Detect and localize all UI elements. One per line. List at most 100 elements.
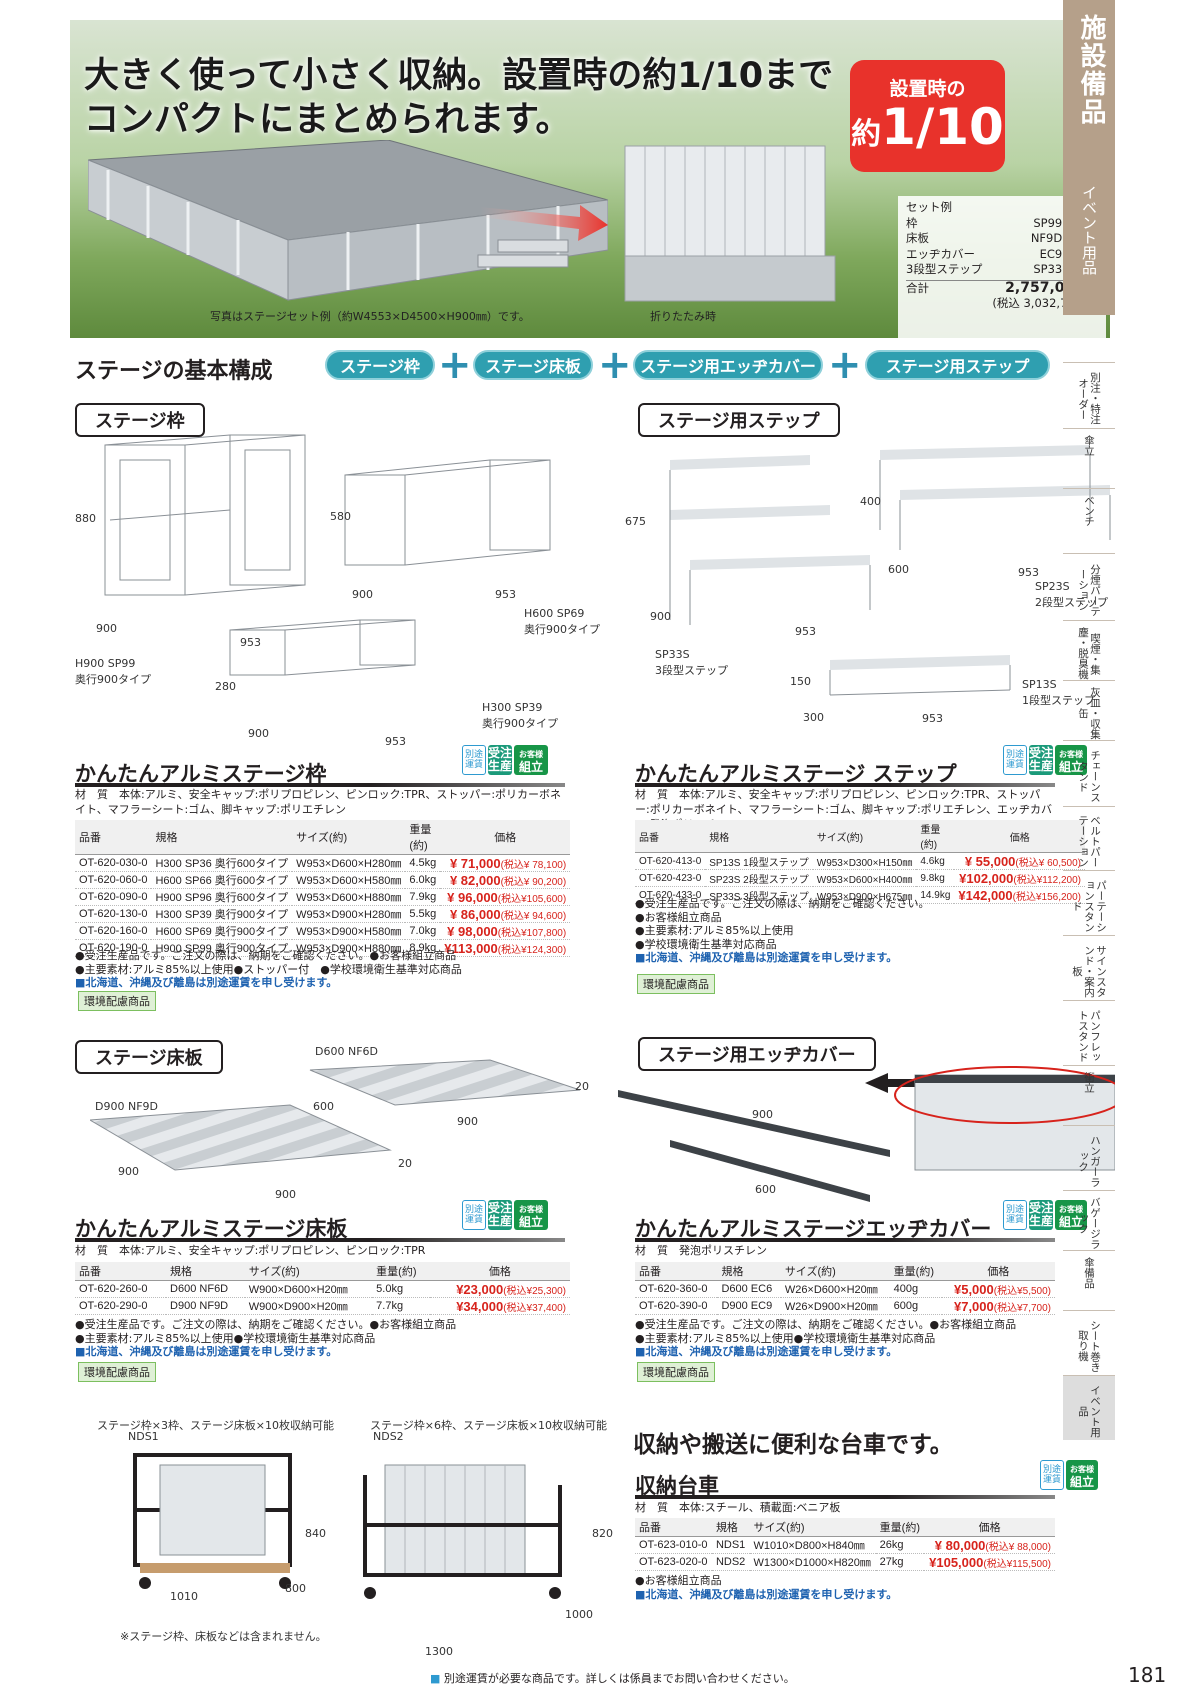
hero-title: 大きく使って小さく収納。設置時の約1/10まで コンパクトにまとめられます。 xyxy=(84,54,833,142)
sidebar-item-label: 傘備品 xyxy=(1083,1257,1095,1289)
sidebar-item[interactable]: ハンガーラック xyxy=(1063,1125,1115,1190)
cart-drawings xyxy=(133,1453,562,1599)
dim-label: 953 xyxy=(495,588,516,601)
sidebar-item[interactable]: 傘備品 xyxy=(1063,1250,1115,1310)
edge-notes: ●受注生産品です。ご注文の際は、納期をご確認ください。●お客様組立商品●主要素材… xyxy=(635,1318,1017,1358)
ratio-badge: 設置時の 約1/10 xyxy=(850,60,1005,172)
shipping-fee-icon: 別途運賃 xyxy=(462,745,486,775)
model-type-label: 奥行900タイプ xyxy=(482,717,558,730)
frame-notes: ●受注生産品です。ご注文の際は、納期をご確認ください。●お客様組立商品●主要素材… xyxy=(75,949,462,989)
page-number: 181 xyxy=(1128,1663,1167,1687)
sidebar-item[interactable]: 衝立 xyxy=(1063,1065,1115,1125)
sidebar-item-label: バゲージラック xyxy=(1077,1197,1101,1250)
hero-title-line2: コンパクトにまとめられます。 xyxy=(84,100,571,140)
sidebar-category: 施設備品 イベント用品 xyxy=(1063,0,1115,315)
sidebar-item[interactable]: 別注・特注オーダー xyxy=(1063,362,1115,428)
sidebar-item[interactable]: 喫煙・集塵・脱臭機 xyxy=(1063,620,1115,680)
dim-label: 953 xyxy=(385,735,406,748)
model-label: D900 NF9D xyxy=(95,1100,158,1113)
sidebar-item[interactable]: 傘立 xyxy=(1063,428,1115,488)
dim-label: 953 xyxy=(922,712,943,725)
step-drawings xyxy=(669,445,1111,696)
step-product-title: かんたんアルミステージ ステップ xyxy=(635,762,957,786)
made-to-order-icon: 受注生産 xyxy=(488,745,513,775)
dim-label: 900 xyxy=(752,1108,773,1121)
dim-label: 675 xyxy=(625,515,646,528)
cart-footnote: ※ステージ枠、床板などは含まれません。 xyxy=(120,1630,327,1643)
dim-label: 20 xyxy=(575,1080,589,1093)
dim-label: 953 xyxy=(795,625,816,638)
dim-label: 600 xyxy=(313,1100,334,1113)
title-underline xyxy=(635,1238,1055,1242)
dim-label: 900 xyxy=(118,1165,139,1178)
plus-icon: + xyxy=(828,342,862,388)
sidebar-item[interactable]: バゲージラック xyxy=(1063,1190,1115,1250)
model-type-label: 2段型ステップ xyxy=(1035,596,1108,609)
product-icons: 別途運賃 受注生産 お客様組立 xyxy=(1003,745,1087,775)
frame-material: 材 質 本体:アルミ、安全キャップ:ポリプロピレン、ピンロック:TPR、ストッパ… xyxy=(75,788,562,816)
photo-caption: 写真はステージセット例（約W4553×D4500×H900㎜）です。 xyxy=(210,310,530,323)
step-label: ステージ用ステップ xyxy=(638,403,840,437)
sidebar-item[interactable]: パンフレットスタンド xyxy=(1063,1000,1115,1065)
title-underline xyxy=(635,1495,1055,1499)
hero-title-line1: 大きく使って小さく収納。設置時の約1/10まで xyxy=(84,56,834,96)
sidebar-sub-category: イベント用品 xyxy=(1080,185,1098,275)
footer-note: ■ 別途運賃が必要な商品です。詳しくは係員までお問い合わせください。 xyxy=(430,1670,795,1686)
sidebar-item[interactable]: ベンチ xyxy=(1063,488,1115,553)
fold-arrow xyxy=(480,205,608,241)
frame-label: ステージ枠 xyxy=(75,403,205,437)
sidebar-item-label: ハンガーラック xyxy=(1077,1134,1101,1188)
sidebar-item[interactable]: 灰皿・収集缶 xyxy=(1063,680,1115,740)
dim-label: 900 xyxy=(650,610,671,623)
title-underline xyxy=(75,1238,565,1242)
sidebar-item-label: ベルトパーテーション xyxy=(1077,815,1101,868)
dim-label: 1000 xyxy=(565,1608,593,1621)
pill-step: ステージ用ステップ xyxy=(865,350,1050,380)
stage-set-photo xyxy=(88,140,608,301)
dim-label: 840 xyxy=(305,1527,326,1540)
dim-label: 20 xyxy=(398,1157,412,1170)
edge-drawings xyxy=(618,1066,1115,1202)
sidebar-item[interactable]: サインスタンド・案内板 xyxy=(1063,935,1115,1000)
edge-label: ステージ用エッヂカバー xyxy=(638,1037,876,1071)
dim-label: 900 xyxy=(352,588,373,601)
dim-label: 900 xyxy=(248,727,269,740)
cart2-caption: ステージ枠×6枠、ステージ床板×10枚収納可能 xyxy=(370,1419,607,1432)
sidebar-item[interactable]: シート巻き取り機 xyxy=(1063,1310,1115,1375)
sidebar-item[interactable]: 分煙パーテーション xyxy=(1063,553,1115,620)
model-label: D600 NF6D xyxy=(315,1045,378,1058)
dim-label: 600 xyxy=(888,563,909,576)
sidebar-item[interactable]: イベント用品 xyxy=(1063,1375,1115,1440)
dim-label: 800 xyxy=(285,1582,306,1595)
floor-material: 材 質 本体:アルミ、安全キャップ:ポリプロピレン、ピンロック:TPR xyxy=(75,1244,426,1257)
set-row-key: 床板 xyxy=(906,231,929,245)
model-label: SP13S xyxy=(1022,678,1057,691)
sidebar-item[interactable]: パーテーションスタンド xyxy=(1063,870,1115,935)
cart2-model: NDS2 xyxy=(373,1430,404,1443)
sidebar-item-label: シート巻き取り機 xyxy=(1077,1319,1101,1373)
sidebar-item[interactable]: ベルトパーテーション xyxy=(1063,806,1115,870)
basic-heading: ステージの基本構成 xyxy=(75,359,273,384)
sidebar-item[interactable]: チェーンスタンド xyxy=(1063,740,1115,806)
made-to-order-icon: 受注生産 xyxy=(1029,1200,1054,1230)
floor-drawings xyxy=(90,1059,581,1171)
sidebar-item-label: 別注・特注オーダー xyxy=(1077,372,1101,425)
edge-material: 材 質 発泡ポリスチレン xyxy=(635,1244,767,1257)
frame-product-title: かんたんアルミステージ枠 xyxy=(75,762,327,786)
cart-material: 材 質 本体:スチール、積載面:ベニア板 xyxy=(635,1501,841,1514)
dim-label: 820 xyxy=(592,1527,613,1540)
sidebar-item-label: 喫煙・集塵・脱臭機 xyxy=(1077,627,1101,680)
dim-label: 1010 xyxy=(170,1590,198,1603)
title-underline xyxy=(75,783,565,787)
model-type-label: 3段型ステップ xyxy=(655,664,728,677)
sidebar-item-label: サインスタンド・案内板 xyxy=(1071,944,1107,998)
